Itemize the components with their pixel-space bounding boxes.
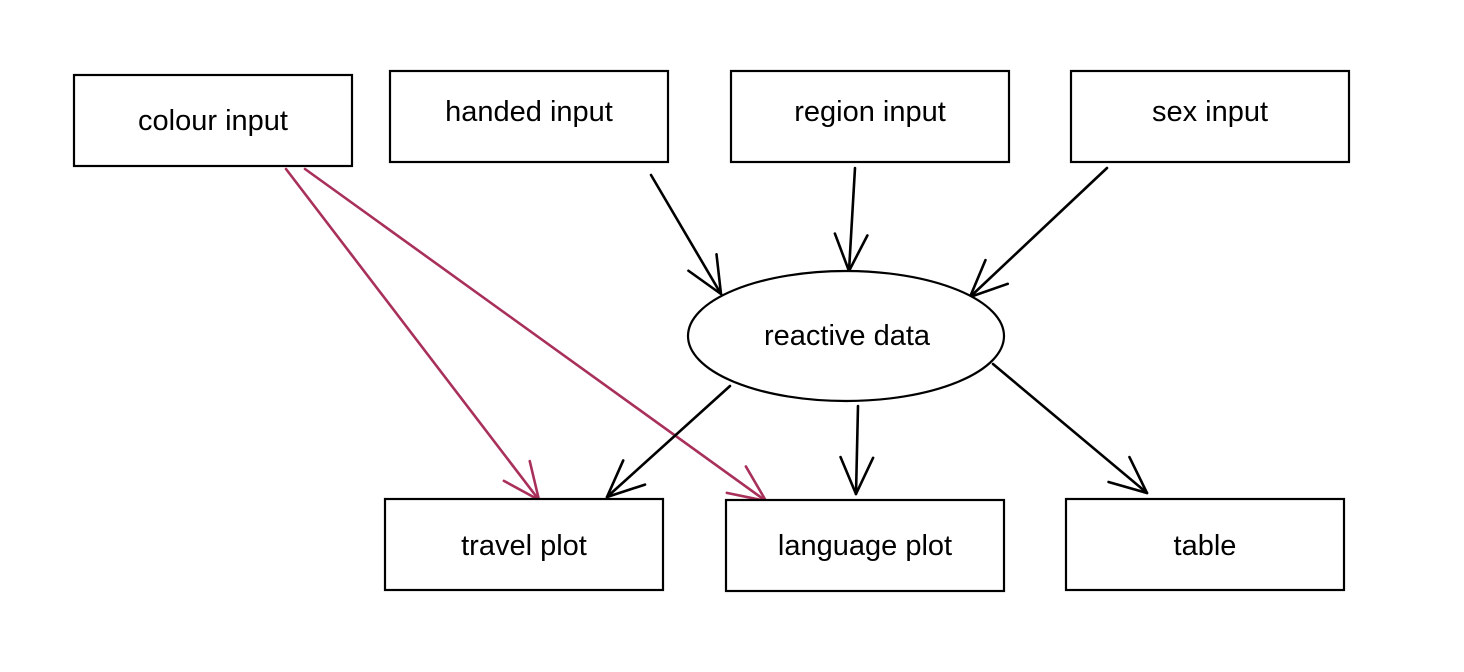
edge-reactive-data-to-table-line [991, 362, 1149, 495]
edge-reactive-data-to-language-plot [839, 404, 875, 496]
edge-colour-input-to-travel-plot [284, 167, 541, 502]
node-language-plot-label: language plot [778, 530, 952, 562]
node-region-input-label: region input [794, 96, 946, 128]
node-travel-plot-label: travel plot [461, 530, 587, 562]
node-handed-input: handed input [388, 69, 670, 164]
edges-layer [284, 166, 1149, 503]
edge-region-input-to-reactive-data [833, 166, 869, 273]
node-language-plot: language plot [724, 498, 1006, 593]
node-reactive-data: reactive data [686, 269, 1006, 403]
node-table: table [1064, 497, 1346, 592]
node-reactive-data-label: reactive data [764, 320, 931, 352]
edge-reactive-data-to-language-plot-arrowhead [839, 455, 875, 496]
edge-reactive-data-to-table [991, 362, 1149, 495]
node-sex-input: sex input [1069, 69, 1351, 164]
edge-reactive-data-to-language-plot-line [854, 404, 860, 496]
node-sex-input-label: sex input [1152, 96, 1268, 128]
edge-sex-input-to-reactive-data-line [968, 166, 1109, 299]
edge-reactive-data-to-table-arrowhead [1107, 455, 1149, 495]
edge-colour-input-to-language-plot-line [303, 167, 768, 503]
node-colour-input: colour input [72, 73, 354, 168]
node-region-input: region input [729, 69, 1011, 164]
node-table-label: table [1174, 530, 1237, 562]
edge-reactive-data-to-travel-plot-arrowhead [605, 459, 647, 499]
edge-sex-input-to-reactive-data [968, 166, 1109, 299]
edge-handed-input-to-reactive-data [649, 173, 723, 296]
edge-reactive-data-to-travel-plot-line [605, 384, 732, 499]
edge-handed-input-to-reactive-data-line [649, 173, 723, 296]
edge-reactive-data-to-travel-plot [605, 384, 732, 499]
node-colour-input-label: colour input [138, 105, 288, 137]
node-travel-plot: travel plot [383, 497, 665, 592]
edge-handed-input-to-reactive-data-arrowhead [687, 252, 723, 296]
edge-region-input-to-reactive-data-line [847, 166, 857, 273]
node-handed-input-label: handed input [445, 96, 613, 128]
edge-colour-input-to-travel-plot-line [284, 167, 541, 502]
